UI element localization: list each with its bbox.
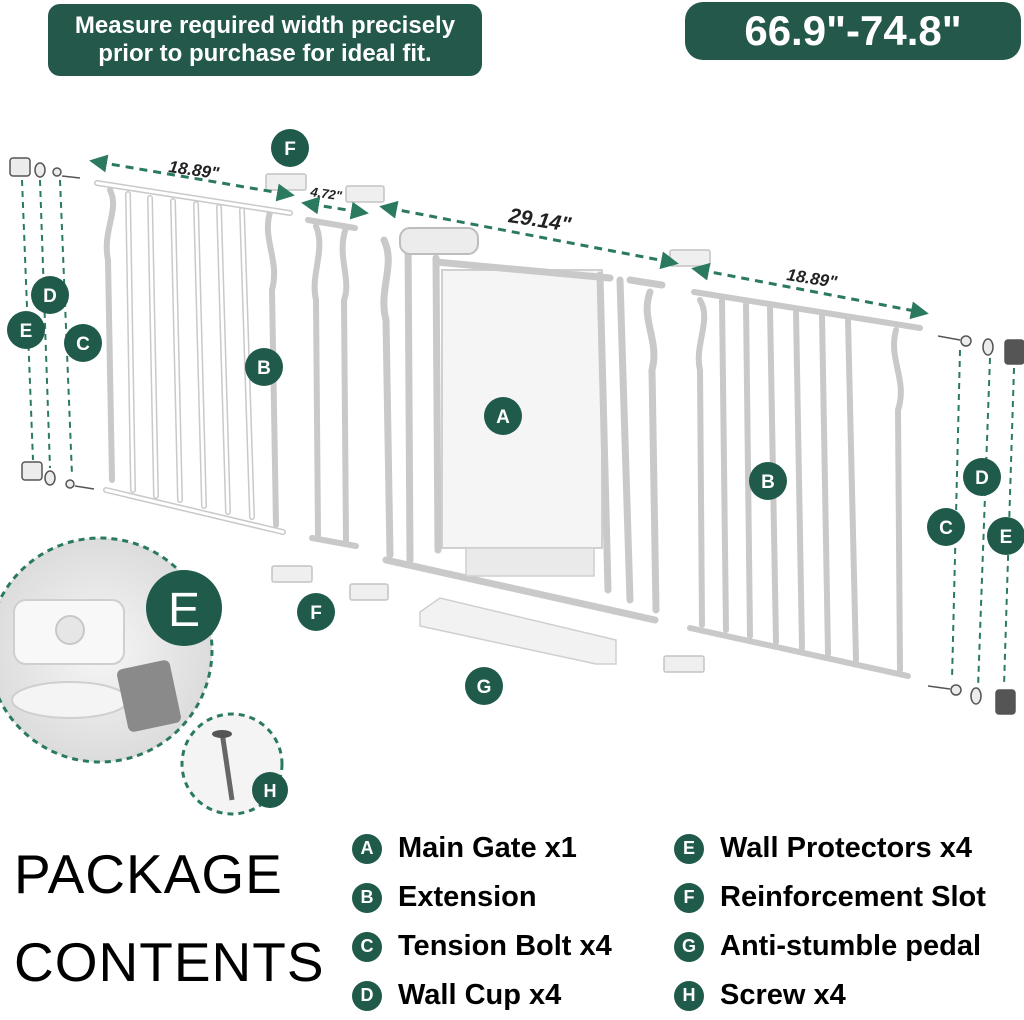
svg-text:D: D (43, 286, 57, 307)
callout-d-right: D (963, 458, 1001, 496)
legend-badge: E (674, 833, 704, 864)
svg-text:C: C (76, 334, 90, 355)
legend-label: Wall Cup x4 (398, 979, 562, 1011)
svg-text:H: H (264, 781, 277, 801)
left-hardware-guides (21, 179, 73, 476)
legend-item-f: F Reinforcement Slot (674, 881, 986, 914)
legend-badge: A (352, 833, 382, 864)
left-hardware (9, 157, 95, 490)
callout-h-detail: H (252, 772, 288, 808)
legend-badge: D (352, 980, 382, 1011)
legend-label: Reinforcement Slot (720, 881, 986, 913)
legend-label: Main Gate x1 (398, 832, 577, 864)
legend-badge: H (674, 980, 704, 1011)
callout-d-left: D (31, 276, 69, 314)
dimension-lines (89, 154, 929, 320)
callout-c-left: C (64, 324, 102, 362)
anti-stumble-pedal (419, 597, 617, 665)
gate-exploded-diagram: 18.89" 4.72" 29.14" 18.89" F D E C B A B… (0, 129, 1024, 816)
legend-label: Extension (398, 881, 537, 913)
width-range-badge: 66.9"-74.8" (685, 2, 1021, 60)
svg-text:C: C (939, 518, 953, 539)
legend-badge: B (352, 882, 382, 913)
svg-text:E: E (1000, 527, 1013, 548)
small-extension-panel (305, 217, 359, 549)
legend-item-h: H Screw x4 (674, 979, 846, 1012)
callout-f-bottom: F (297, 593, 335, 631)
right-extension-panel (687, 289, 923, 679)
callout-e-left: E (7, 311, 45, 349)
svg-text:A: A (496, 407, 510, 428)
package-title-line-1: PACKAGE (14, 843, 283, 905)
dimension-right-extension: 18.89" (785, 265, 839, 292)
legend-badge: G (674, 931, 704, 962)
measure-note-line-1: Measure required width precisely (74, 12, 456, 39)
svg-text:E: E (168, 584, 200, 637)
legend-item-a: A Main Gate x1 (352, 832, 577, 865)
svg-text:F: F (310, 603, 322, 624)
main-gate (380, 227, 666, 624)
legend-label: Wall Protectors x4 (720, 832, 972, 864)
measure-note-banner: Measure required width precisely prior t… (48, 4, 482, 76)
callout-c-right: C (927, 508, 965, 546)
legend-item-b: B Extension (352, 881, 537, 914)
svg-text:D: D (975, 468, 989, 489)
dimension-left-extension: 18.89" (167, 157, 221, 183)
legend-badge: C (352, 931, 382, 962)
callout-b-left: B (245, 348, 283, 386)
legend-label: Tension Bolt x4 (398, 930, 612, 962)
legend-label: Anti-stumble pedal (720, 930, 982, 962)
legend-label: Screw x4 (720, 979, 846, 1011)
dimension-small-extension: 4.72" (309, 184, 344, 203)
callout-a-gate: A (484, 397, 522, 435)
legend-item-g: G Anti-stumble pedal (674, 930, 981, 963)
legend-item-e: E Wall Protectors x4 (674, 832, 972, 865)
callout-e-right: E (987, 517, 1024, 555)
callout-b-right: B (749, 462, 787, 500)
svg-text:B: B (761, 472, 775, 493)
right-hardware (927, 335, 1024, 715)
svg-text:G: G (477, 677, 492, 698)
callout-g-pedal: G (465, 667, 503, 705)
measure-note-line-2: prior to purchase for ideal fit. (98, 40, 432, 67)
legend-item-c: C Tension Bolt x4 (352, 930, 612, 963)
package-title-line-2: CONTENTS (14, 931, 325, 993)
legend-item-d: D Wall Cup x4 (352, 979, 561, 1012)
svg-text:B: B (257, 358, 271, 379)
callout-e-detail: E (146, 570, 222, 646)
legend-badge: F (674, 882, 704, 913)
svg-text:F: F (284, 139, 296, 160)
callout-f-top: F (271, 129, 309, 167)
svg-text:E: E (20, 321, 33, 342)
wall-protector-detail (0, 536, 214, 764)
